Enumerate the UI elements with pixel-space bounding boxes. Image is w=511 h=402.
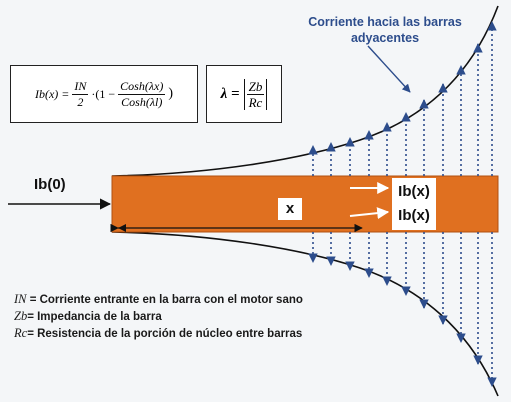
current-formula-box: Ib(x) = IN 2 ·(1 − Cosh(λx) Cosh(λl) ) [10,65,198,123]
lower-current-curve [111,231,499,397]
legend-rc-symbol: Rc [14,326,28,340]
adjacent-bars-title: Corriente hacia las barras adyacentes [290,14,480,46]
legend-in-text: = Corriente entrante en la barra con el … [26,294,303,306]
legend-in-symbol: IN [14,292,27,306]
formula-frac2-den: Cosh(λl) [121,94,163,109]
legend-rc-text: = Resistencia de la porción de núcleo en… [27,328,303,340]
lambda-abs-fraction: Zb Rc [243,78,268,110]
lambda-lhs: λ = [220,85,240,102]
lambda-den: Rc [248,94,263,110]
formula-frac1-den: 2 [77,94,84,109]
formula-lhs: Ib(x) = [34,86,70,101]
legend-rc: Rc= Resistencia de la porción de núcleo … [14,326,302,341]
ibx-bottom-pointer [349,207,390,220]
legend-zb-symbol: Zb [14,309,28,323]
ib0-label: Ib(0) [34,176,66,193]
lambda-fraction: Zb Rc [246,78,265,110]
legend-zb-text: = Impedancia de la barra [27,311,162,323]
ibx-label-box: Ib(x) Ib(x) [392,178,436,230]
ibx-bottom-label: Ib(x) [398,207,430,224]
lambda-formula-box: λ = Zb Rc [206,65,282,123]
lambda-num: Zb [246,78,265,95]
title-line-1: Corriente hacia las barras [308,15,462,29]
x-label: x [278,198,302,220]
rotor-bar [111,175,499,233]
upward-current-arrows [308,21,497,176]
legend-in: IN = Corriente entrante en la barra con … [14,292,303,307]
formula-frac2-num: Cosh(λx) [118,78,166,95]
title-pointer-arrow [367,45,411,93]
formula-close: ) [168,86,174,101]
formula-mid: ·(1 − [91,86,116,101]
downward-current-arrows [308,232,497,387]
formula-frac1-num: IN [72,78,89,95]
formula-fraction-cosh: Cosh(λx) Cosh(λl) [118,78,166,110]
formula-fraction-in-over-2: IN 2 [72,78,89,110]
ibx-top-label: Ib(x) [398,183,430,200]
title-line-2: adyacentes [350,31,420,45]
x-dimension-left-head [118,224,126,232]
legend-zb: Zb= Impedancia de la barra [14,309,162,324]
